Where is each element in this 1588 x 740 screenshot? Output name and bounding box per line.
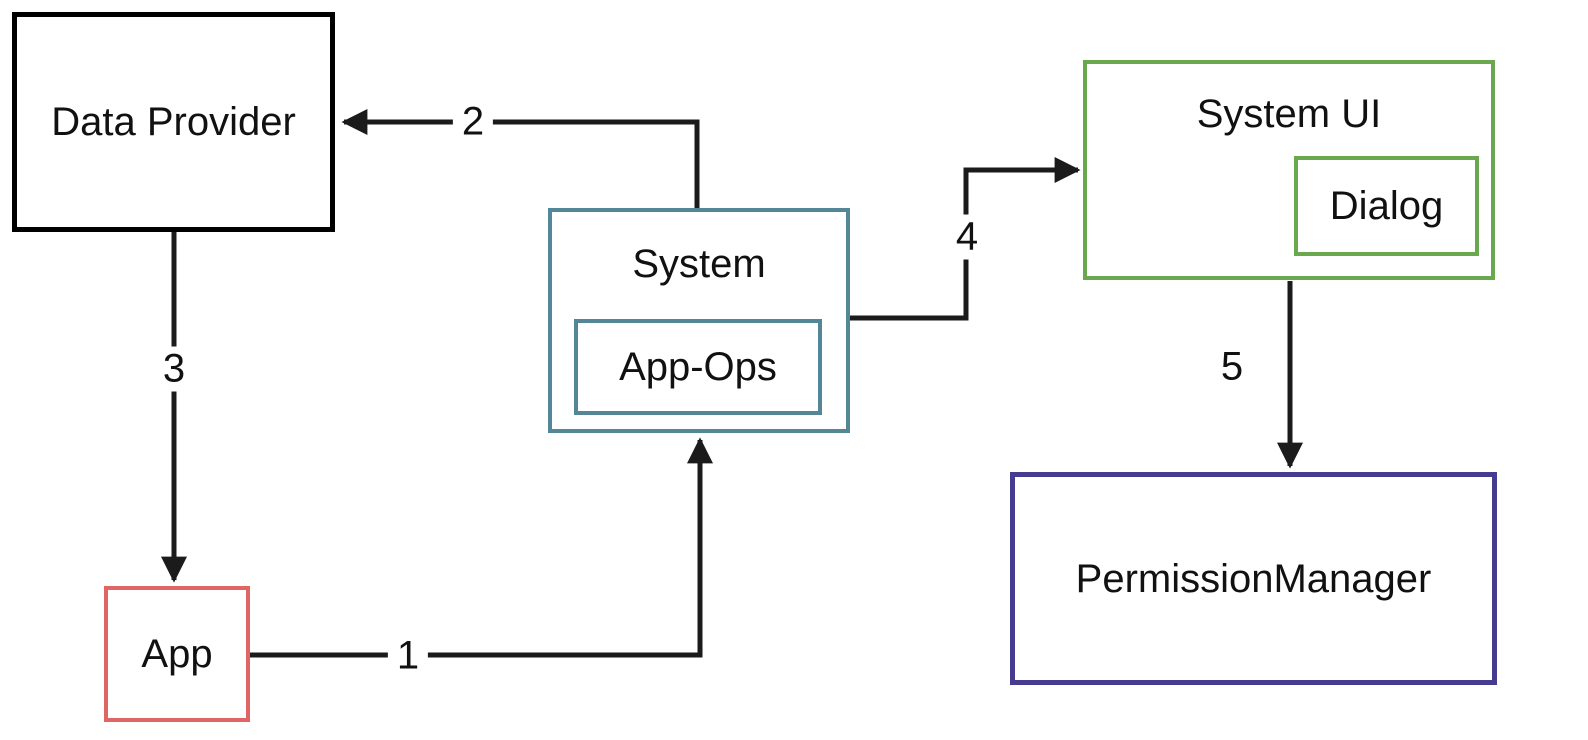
node-app-ops-label: App-Ops [619,345,777,389]
edge-label-3: 3 [153,346,195,392]
node-permission-manager-label: PermissionManager [1075,556,1432,601]
node-data-provider-label: Data Provider [51,100,296,144]
node-dialog: Dialog [1294,156,1479,256]
edge-label-5: 5 [1211,344,1253,390]
edge-label-4: 4 [946,214,988,260]
edge-1-app-to-system [250,437,713,658]
node-app-ops: App-Ops [574,319,822,415]
node-data-provider: Data Provider [12,12,335,232]
node-system-label: System [632,242,766,286]
edge-label-2: 2 [452,99,494,145]
node-dialog-label: Dialog [1329,184,1444,228]
edge-label-1: 1 [387,633,429,679]
node-system: System App-Ops [548,208,850,433]
edge-2-system-to-data-provider [341,109,700,208]
node-app: App [104,586,250,722]
node-permission-manager: PermissionManager [1010,472,1497,685]
node-system-ui-label: System UI [1196,92,1382,136]
node-app-label: App [141,632,213,676]
node-system-ui: System UI Dialog [1083,60,1495,280]
